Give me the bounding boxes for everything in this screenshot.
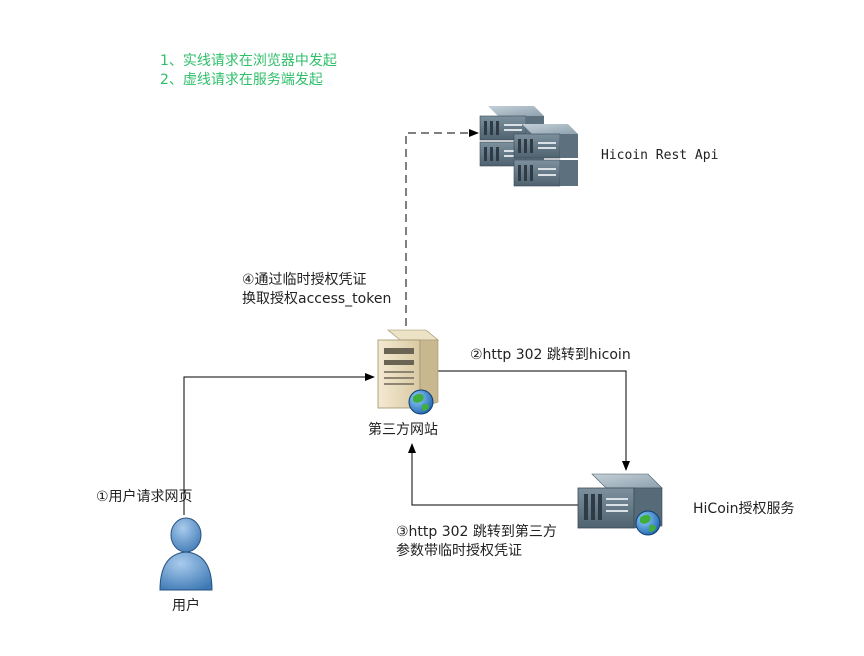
legend-solid-line: 1、实线请求在浏览器中发起 <box>160 53 337 69</box>
arrow-step2 <box>438 370 630 471</box>
arrow-step4-dashed <box>405 129 479 326</box>
step4-label-line1: ④通过临时授权凭证 <box>242 272 367 288</box>
node-label-user: 用户 <box>172 598 200 614</box>
step3-label: ③http 302 跳转到第三方 参数带临时授权凭证 <box>396 523 557 561</box>
legend-dashed-line: 2、虚线请求在服务端发起 <box>160 72 323 88</box>
node-label-hicoin-auth: HiCoin授权服务 <box>693 501 795 517</box>
step4-label: ④通过临时授权凭证 换取授权access_token <box>242 271 391 309</box>
arrow-step1 <box>183 373 375 515</box>
step4-label-line2: 换取授权access_token <box>242 291 392 307</box>
arrow-step3 <box>408 443 578 506</box>
step3-label-line2: 参数带临时授权凭证 <box>396 543 522 559</box>
node-label-third-party-site: 第三方网站 <box>368 422 438 438</box>
step1-label: ①用户请求网页 <box>96 489 193 505</box>
globe-icon <box>635 510 661 536</box>
step3-label-line1: ③http 302 跳转到第三方 <box>396 524 557 540</box>
legend: 1、实线请求在浏览器中发起 2、虚线请求在服务端发起 <box>160 52 337 90</box>
server-stack-icon <box>479 106 578 187</box>
step2-label: ②http 302 跳转到hicoin <box>470 347 631 363</box>
node-label-hicoin-api: Hicoin Rest Api <box>601 148 719 163</box>
auth-server-icon <box>577 473 663 529</box>
globe-icon <box>408 389 434 415</box>
user-icon <box>159 517 213 591</box>
web-server-icon <box>377 329 439 409</box>
